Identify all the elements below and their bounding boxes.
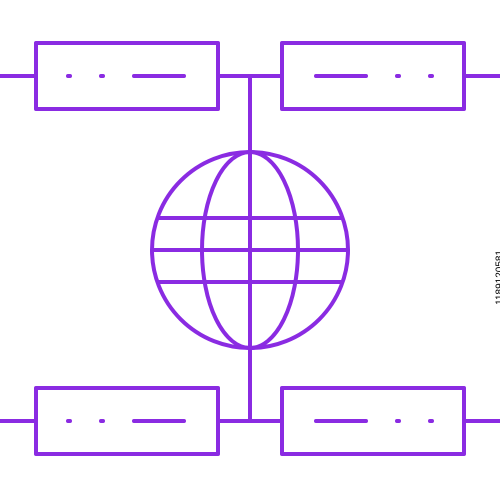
server-box-bottom-right (280, 386, 466, 456)
server-box-top-right (280, 41, 466, 111)
stock-id-text: 1189120581 (494, 250, 500, 305)
globe-icon (150, 150, 350, 350)
server-box-bottom-left (34, 386, 220, 456)
server-box-top-left (34, 41, 220, 111)
